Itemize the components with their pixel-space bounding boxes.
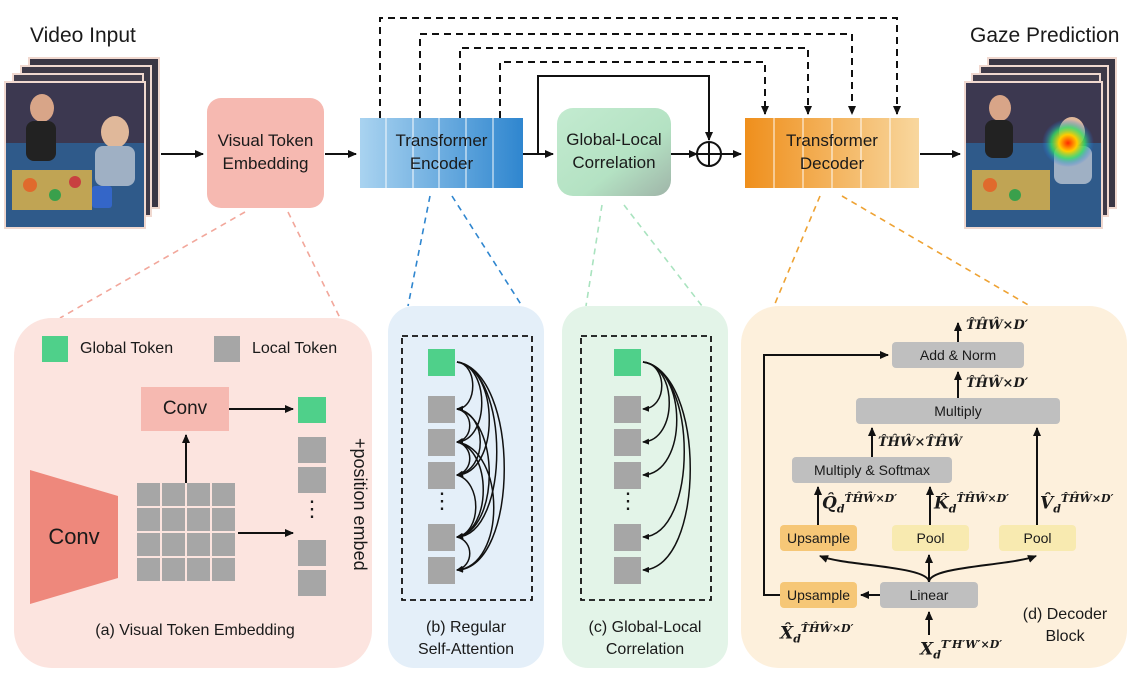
transformer-decoder-label: Transformer Decoder bbox=[786, 131, 878, 173]
v-superscript: T̂ĤŴ×D′ bbox=[1060, 492, 1114, 505]
panel-c-dashed-frame bbox=[580, 335, 712, 601]
decoder-arrows bbox=[763, 322, 1041, 635]
k-symbol: K̂ bbox=[934, 493, 949, 514]
gaze-prediction-frames bbox=[964, 57, 1117, 229]
v-subscript: d bbox=[1053, 502, 1061, 516]
panel-c-background bbox=[562, 306, 728, 668]
x-input-label: XdT′H′W′×D′ bbox=[920, 638, 1002, 662]
x-hat-subscript: d bbox=[793, 632, 801, 646]
pool-v-label: Pool bbox=[1023, 530, 1052, 546]
multiply-softmax-label: Multiply & Softmax bbox=[814, 462, 930, 478]
panel-a-caption: (a) Visual Token Embedding bbox=[95, 622, 295, 639]
token-column-a bbox=[298, 397, 326, 596]
q-label: Q̂dT̂ĤŴ×D′ bbox=[822, 492, 897, 516]
panel-b-background bbox=[388, 306, 544, 668]
pool-k-label: Pool bbox=[916, 530, 945, 546]
panel-a-dots: ⋮ bbox=[301, 496, 323, 521]
upsample-x-label: Upsample bbox=[786, 587, 851, 603]
feature-grid bbox=[137, 483, 235, 581]
visual-token-embedding-label: Visual Token Embedding bbox=[217, 131, 314, 173]
legend-local-token: Local Token bbox=[252, 340, 338, 357]
upsample-q-label: Upsample bbox=[786, 530, 851, 546]
v-symbol: V̂ bbox=[1040, 493, 1054, 514]
upsample-x-block bbox=[780, 582, 857, 608]
video-input-label: Video Input bbox=[30, 24, 136, 47]
panel-a-arrows bbox=[182, 405, 294, 537]
x-hat-label: X̂dT̂ĤŴ×D′ bbox=[780, 622, 854, 646]
pipeline-arrows bbox=[161, 75, 961, 158]
gaze-heatmap bbox=[1042, 119, 1094, 167]
x-input-subscript: d bbox=[933, 648, 941, 662]
x-hat-symbol: X̂ bbox=[780, 623, 794, 644]
k-subscript: d bbox=[948, 502, 957, 516]
global-local-correlation-label: Global-Local Correlation bbox=[566, 130, 662, 172]
legend-local-token-swatch bbox=[214, 336, 240, 362]
position-embed-label: +position embed bbox=[350, 438, 370, 571]
dim-multiply-label: T̂ĤŴ×D′ bbox=[966, 376, 1029, 391]
q-subscript: d bbox=[836, 502, 845, 516]
gaze-frame-front bbox=[964, 81, 1103, 229]
multiply-block bbox=[856, 398, 1060, 424]
token-column-c bbox=[614, 349, 641, 584]
video-frame-front bbox=[4, 81, 146, 229]
add-norm-label: Add & Norm bbox=[919, 347, 997, 363]
self-attention-arcs bbox=[456, 361, 505, 573]
multiply-softmax-block bbox=[792, 457, 952, 483]
k-label: K̂dT̂ĤŴ×D′ bbox=[934, 492, 1009, 516]
dim-output-label: T̂ĤŴ×D′ bbox=[966, 318, 1029, 333]
add-circle-icon bbox=[696, 141, 722, 167]
conv-small-block bbox=[141, 387, 229, 431]
conv-trapezoid bbox=[30, 470, 118, 604]
panel-b-caption: (b) Regular Self-Attention bbox=[417, 619, 515, 659]
panel-b-dashed-frame bbox=[401, 335, 533, 601]
legend-global-token: Global Token bbox=[80, 340, 174, 357]
zoom-guides bbox=[59, 195, 1031, 319]
transformer-encoder-block bbox=[360, 118, 523, 188]
global-local-arcs bbox=[642, 361, 691, 573]
q-symbol: Q̂ bbox=[822, 493, 837, 514]
skip-connection-arrows bbox=[379, 17, 901, 118]
transformer-encoder-label: Transformer Encoder bbox=[395, 131, 488, 173]
panel-b-dots: ⋮ bbox=[431, 488, 453, 513]
linear-label: Linear bbox=[909, 587, 949, 603]
x-input-superscript: T′H′W′×D′ bbox=[940, 638, 1003, 651]
gaze-prediction-label: Gaze Prediction bbox=[970, 24, 1120, 47]
q-superscript: T̂ĤŴ×D′ bbox=[844, 492, 898, 505]
linear-block bbox=[880, 582, 978, 608]
x-input-symbol: X bbox=[920, 639, 934, 660]
multiply-label: Multiply bbox=[934, 403, 982, 419]
v-label: V̂dT̂ĤŴ×D′ bbox=[1040, 492, 1114, 516]
visual-token-embedding-block bbox=[207, 98, 324, 208]
pool-k-block bbox=[892, 525, 969, 551]
panel-d-background bbox=[741, 306, 1127, 668]
global-local-correlation-block bbox=[557, 108, 671, 196]
conv-big-label: Conv bbox=[48, 524, 100, 549]
legend-global-token-swatch bbox=[42, 336, 68, 362]
upsample-q-block bbox=[780, 525, 857, 551]
token-column-b bbox=[428, 349, 455, 584]
dim-attention-label: T̂ĤŴ×T̂ĤŴ bbox=[878, 435, 963, 450]
video-input-frames bbox=[4, 57, 160, 229]
pool-v-block bbox=[999, 525, 1076, 551]
panel-d-caption: (d) Decoder Block bbox=[1022, 606, 1108, 646]
k-superscript: T̂ĤŴ×D′ bbox=[956, 492, 1010, 505]
add-norm-block bbox=[892, 342, 1024, 368]
conv-small-label: Conv bbox=[162, 398, 208, 419]
panel-c-dots: ⋮ bbox=[617, 488, 639, 513]
panel-c-caption: (c) Global-Local Correlation bbox=[588, 619, 702, 659]
global-token bbox=[298, 397, 326, 423]
transformer-decoder-block bbox=[745, 118, 919, 188]
x-hat-superscript: T̂ĤŴ×D′ bbox=[800, 622, 854, 635]
